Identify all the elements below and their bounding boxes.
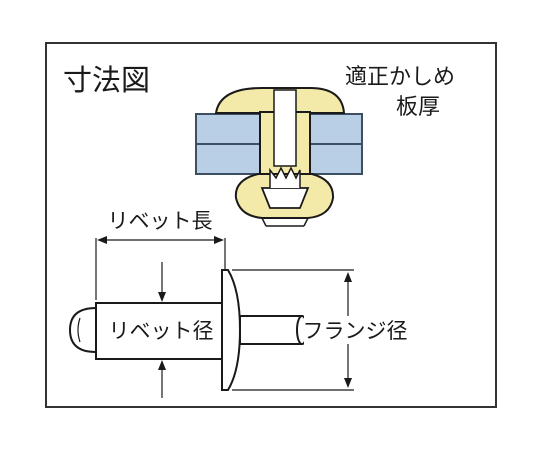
mandrel-break-mark xyxy=(269,166,301,188)
plate-bottom-right xyxy=(309,143,363,175)
flange-diameter-dimension: フランジ径 xyxy=(232,269,408,391)
flange-diameter-label: フランジ径 xyxy=(303,319,408,343)
installed-rivet-section xyxy=(195,87,363,227)
rivet-length-arrow-left xyxy=(97,236,107,244)
mandrel-stem xyxy=(239,315,303,345)
rivet-diameter-label: リベット径 xyxy=(109,319,214,343)
rivet-bore xyxy=(273,89,297,167)
rivet-length-dimension: リベット長 xyxy=(95,205,226,300)
plate-bottom-left xyxy=(195,143,261,175)
grip-range-label-line2: 板厚 xyxy=(396,95,440,120)
mandrel-knob xyxy=(68,306,97,354)
tail-collar-line xyxy=(261,217,267,227)
rivet-diameter-arrow-top xyxy=(158,292,166,302)
tail-collar-line-right xyxy=(303,217,309,227)
plate-top-left xyxy=(195,113,261,145)
mandrel-head xyxy=(260,187,310,209)
rivet-diameter-arrow-bottom xyxy=(158,360,166,370)
plate-top-right xyxy=(309,113,363,145)
flange-arrow-top xyxy=(344,272,352,282)
flange-arrow-bottom xyxy=(344,378,352,388)
grip-range-label-line1: 適正かしめ xyxy=(345,65,455,90)
mandrel-knob-shading xyxy=(77,317,81,343)
rivet-length-arrow-right xyxy=(214,236,224,244)
diagram-title: 寸法図 xyxy=(63,63,150,97)
unset-rivet-view: リベット径 xyxy=(68,262,308,398)
rivet-length-label: リベット長 xyxy=(108,209,213,233)
